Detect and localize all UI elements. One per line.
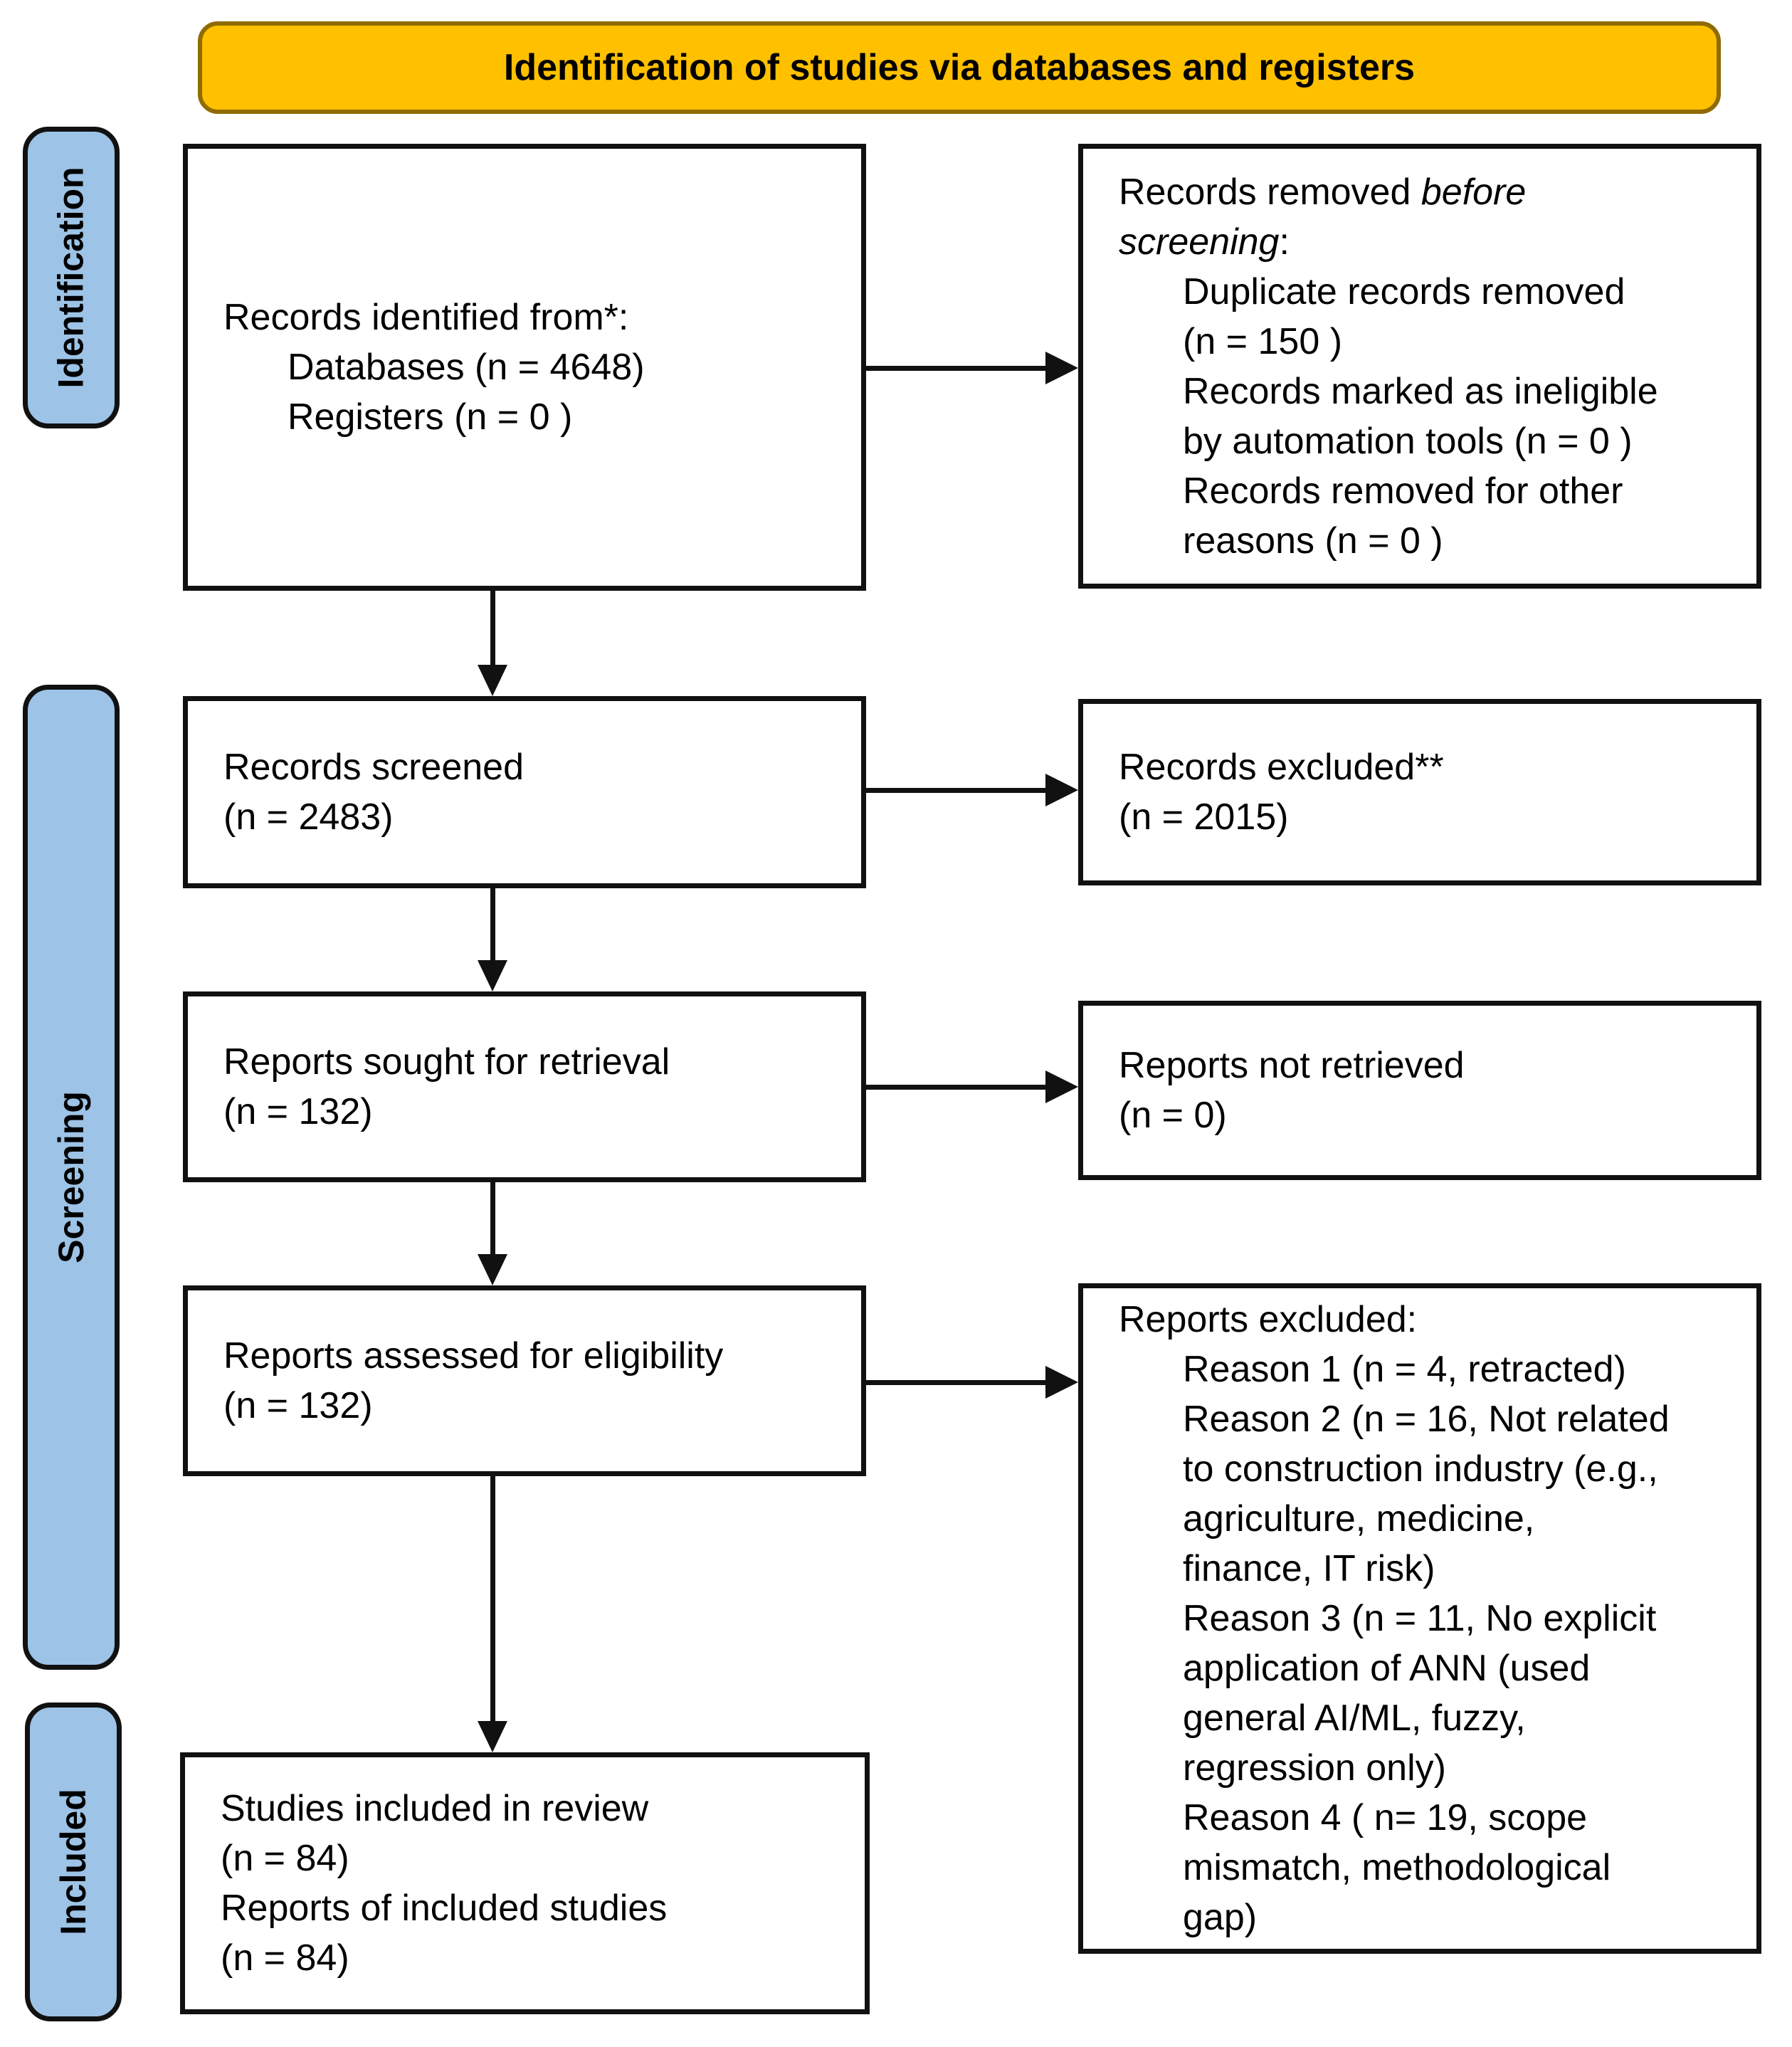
- arrow-head-down-icon: [478, 1254, 507, 1285]
- title-banner: Identification of studies via databases …: [198, 21, 1721, 114]
- box-text-line: Reason 2 (n = 16, Not related: [1183, 1399, 1670, 1440]
- box-text-line: Records identified from*:: [223, 297, 629, 338]
- box-text-line: Studies included in review: [221, 1788, 649, 1829]
- box-text-line: (n = 132): [223, 1385, 373, 1426]
- stage-label-screening: Screening: [51, 1091, 91, 1263]
- box-text-line: agriculture, medicine,: [1183, 1498, 1535, 1540]
- box-records-screened: Records screened (n = 2483): [183, 696, 866, 888]
- arrow-shaft: [490, 1182, 495, 1256]
- box-text-line: Reason 4 ( n= 19, scope: [1183, 1797, 1588, 1838]
- box-text-line: (n = 2015): [1119, 796, 1289, 838]
- arrow-shaft: [866, 1085, 1048, 1090]
- arrow-shaft: [866, 788, 1048, 793]
- box-text-line: (n = 150 ): [1183, 320, 1343, 362]
- box-text-line: Reports assessed for eligibility: [223, 1335, 724, 1377]
- arrow-head-right-icon: [1045, 1366, 1078, 1399]
- box-text-line: regression only): [1183, 1747, 1446, 1789]
- box-text-line: Reason 1 (n = 4, retracted): [1183, 1349, 1626, 1390]
- box-reports-not-retrieved: Reports not retrieved (n = 0): [1078, 1001, 1761, 1180]
- box-text-line: (n = 84): [221, 1838, 349, 1879]
- stage-label-included: Included: [53, 1789, 94, 1935]
- box-text-line: Reports of included studies: [221, 1888, 668, 1929]
- arrow-head-right-icon: [1045, 1070, 1078, 1103]
- box-text-line: Duplicate records removed: [1183, 270, 1625, 312]
- arrow-head-down-icon: [478, 1721, 507, 1752]
- box-text-line: (n = 132): [223, 1091, 373, 1132]
- box-text-line: Reports not retrieved: [1119, 1045, 1465, 1086]
- box-text-line: application of ANN (used: [1183, 1648, 1591, 1689]
- arrow-shaft: [866, 366, 1048, 371]
- stage-bar-screening: Screening: [23, 685, 120, 1670]
- box-records-removed-before-screening: Records removed before screening: Duplicat…: [1078, 144, 1761, 589]
- box-text-line: (n = 0): [1119, 1095, 1227, 1136]
- box-text-line: to construction industry (e.g.,: [1183, 1448, 1658, 1490]
- box-text-line: finance, IT risk): [1183, 1548, 1435, 1589]
- box-text-line: mismatch, methodological: [1183, 1847, 1611, 1888]
- arrow-head-right-icon: [1045, 774, 1078, 806]
- box-text-line: general AI/ML, fuzzy,: [1183, 1698, 1526, 1739]
- box-reports-assessed-for-eligibility: Reports assessed for eligibility (n = 132…: [183, 1285, 866, 1476]
- box-text-line: gap): [1183, 1897, 1258, 1938]
- box-text-line: Reports sought for retrieval: [223, 1041, 670, 1083]
- arrow-shaft: [866, 1380, 1048, 1385]
- arrow-shaft: [490, 1476, 495, 1722]
- box-records-identified: Records identified from*: Databases (n = …: [183, 144, 866, 591]
- box-text-line: Records marked as ineligible: [1183, 370, 1658, 412]
- box-text-line: Records screened: [223, 747, 524, 788]
- box-text-line: (n = 2483): [223, 796, 394, 838]
- stage-label-identification: Identification: [51, 167, 92, 389]
- box-studies-included-in-review: Studies included in review (n = 84) Report…: [180, 1752, 870, 2014]
- stage-bar-included: Included: [25, 1703, 122, 2021]
- box-reports-sought-for-retrieval: Reports sought for retrieval (n = 132): [183, 991, 866, 1182]
- box-text-line: Registers (n = 0 ): [288, 396, 573, 438]
- box-reports-excluded-reasons: Reports excluded: Reason 1 (n = 4, retrac…: [1078, 1283, 1761, 1954]
- box-text-line: screening:: [1119, 221, 1290, 263]
- box-text-line: by automation tools (n = 0 ): [1183, 420, 1633, 462]
- box-records-excluded: Records excluded** (n = 2015): [1078, 699, 1761, 885]
- box-text-line: Reason 3 (n = 11, No explicit: [1183, 1598, 1657, 1639]
- arrow-shaft: [490, 888, 495, 962]
- arrow-head-down-icon: [478, 665, 507, 696]
- box-text-line: reasons (n = 0 ): [1183, 520, 1443, 562]
- box-text-line: Records excluded**: [1119, 747, 1444, 788]
- box-text-line: Records removed for other: [1183, 470, 1623, 512]
- box-text-line: Databases (n = 4648): [288, 347, 645, 388]
- arrow-head-down-icon: [478, 960, 507, 991]
- box-text-line: Records removed before: [1119, 171, 1527, 213]
- arrow-shaft: [490, 591, 495, 666]
- box-text-line: Reports excluded:: [1119, 1299, 1418, 1340]
- diagram-title: Identification of studies via databases …: [503, 47, 1416, 88]
- box-text-line: (n = 84): [221, 1937, 349, 1979]
- arrow-head-right-icon: [1045, 352, 1078, 384]
- stage-bar-identification: Identification: [23, 127, 120, 428]
